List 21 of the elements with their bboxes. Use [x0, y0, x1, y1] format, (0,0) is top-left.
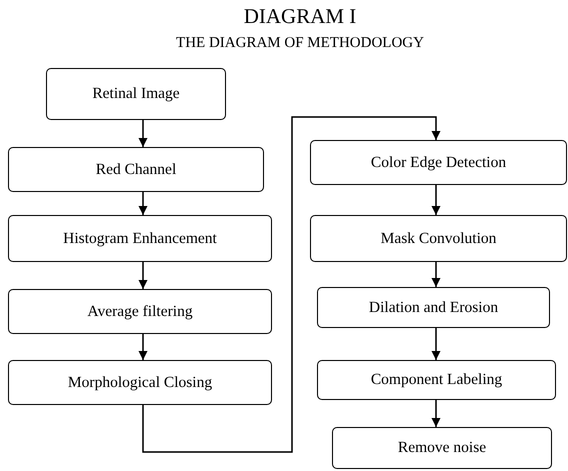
process-box: Red Channel — [8, 147, 264, 192]
diagram-subtitle: THE DIAGRAM OF METHODOLOGY — [175, 36, 425, 51]
process-box: Mask Convolution — [310, 215, 567, 262]
arrow — [138, 120, 148, 147]
process-box: Histogram Enhancement — [8, 215, 272, 262]
process-box: Retinal Image — [46, 68, 226, 120]
process-box: Component Labeling — [317, 360, 556, 400]
process-box: Morphological Closing — [8, 360, 272, 405]
process-box: Average filtering — [8, 289, 272, 334]
process-box: Remove noise — [332, 427, 552, 469]
process-box: Dilation and Erosion — [317, 287, 550, 328]
arrow — [432, 262, 440, 287]
arrow — [138, 262, 148, 289]
arrow — [138, 192, 148, 215]
arrow — [142, 116, 440, 453]
arrow — [138, 334, 148, 360]
diagram-title: DIAGRAM I — [242, 6, 358, 27]
arrow — [432, 328, 440, 360]
arrow — [432, 400, 440, 427]
process-box: Color Edge Detection — [310, 140, 567, 185]
arrow — [432, 185, 440, 215]
